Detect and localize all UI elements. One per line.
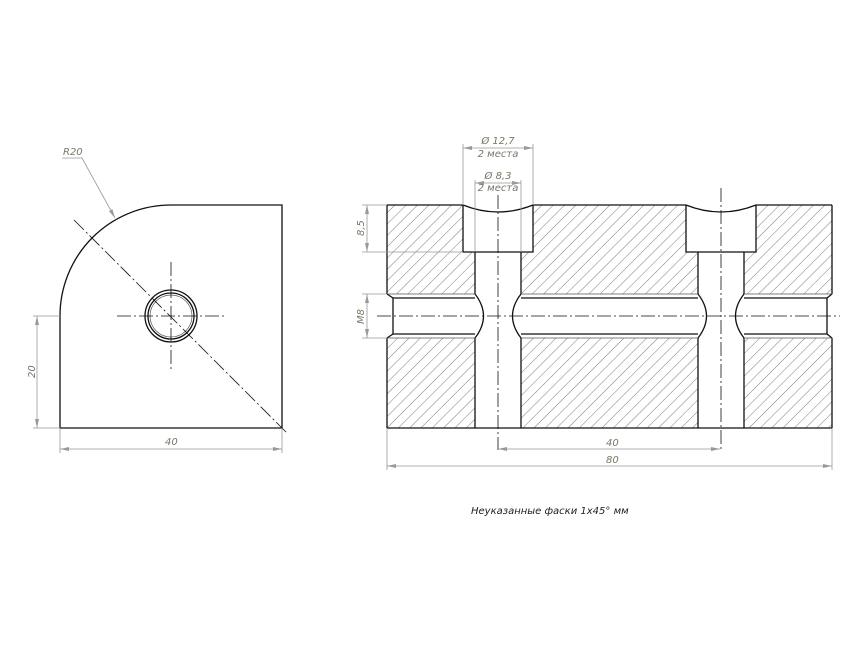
counterbore-qty-label: 2 места	[478, 149, 519, 160]
end-view-outline	[59, 204, 283, 429]
through-hole-1	[474, 252, 522, 428]
chamfer-note: Неуказанные фаски 1x45° мм	[471, 506, 629, 517]
depth-dim-label: 8,5	[356, 220, 367, 236]
height-dim-label: 20	[27, 365, 38, 378]
counterbore-dia-label: Ø 12,7	[480, 135, 515, 147]
radius-label: R20	[63, 147, 83, 158]
radius-leader	[62, 157, 116, 219]
hole-qty-label: 2 места	[478, 183, 519, 194]
width-dim-label: 40	[165, 437, 178, 448]
hole-dia-label: Ø 8,3	[484, 170, 512, 182]
thread-dim-label: M8	[356, 309, 367, 324]
through-hole-2	[697, 252, 745, 428]
end-view: R20 20 40	[27, 147, 289, 453]
length-dim-label: 80	[606, 455, 619, 466]
spacing-dim-label: 40	[606, 438, 619, 449]
section-view: Ø 12,7 2 места Ø 8,3 2 места 8,5 M8 40 8…	[356, 135, 840, 470]
centerline-diag	[73, 219, 289, 435]
